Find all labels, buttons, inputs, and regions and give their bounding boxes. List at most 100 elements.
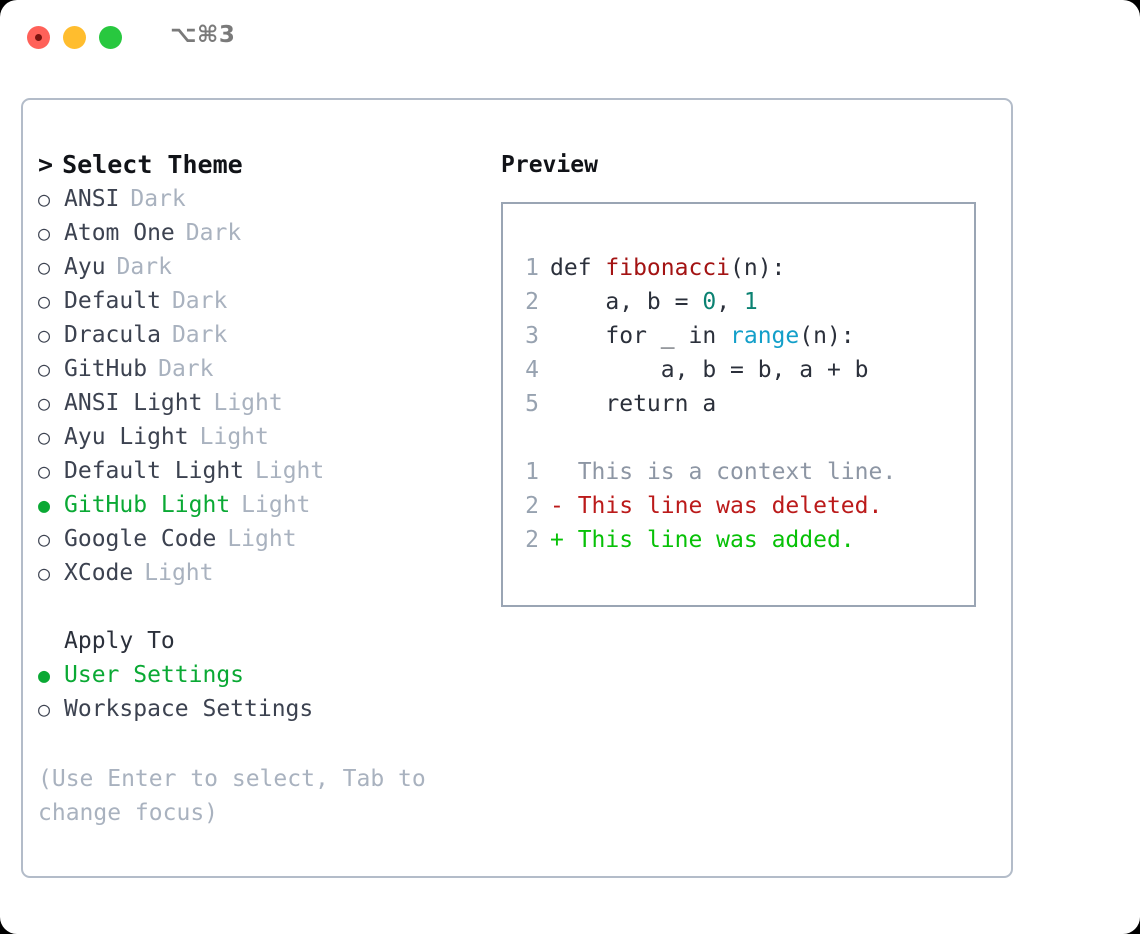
minimize-button[interactable] (63, 26, 86, 49)
code-token: a, b = b, a + b (550, 357, 869, 383)
radio-selected-icon[interactable]: ● (38, 493, 51, 517)
diff-marker (550, 459, 564, 485)
radio-unselected-icon[interactable]: ○ (38, 323, 51, 347)
theme-variant-tag: Dark (130, 186, 186, 212)
theme-option[interactable]: ○ XCode Light (38, 556, 488, 590)
theme-option-label: Google Code (64, 526, 217, 552)
code-line: 5 return a (517, 387, 968, 421)
diff-line: 1 This is a context line. (517, 455, 968, 489)
code-token: , (716, 289, 744, 315)
radio-unselected-icon[interactable]: ○ (38, 391, 51, 415)
theme-option-label: Default Light (64, 458, 245, 484)
theme-variant-tag: Dark (171, 322, 228, 348)
diff-marker: + (550, 527, 564, 553)
diff-sample: 1 This is a context line.2- This line wa… (517, 455, 968, 557)
theme-option[interactable]: ○ ANSI Light Light (38, 386, 488, 420)
theme-option-label: GitHub Light (64, 492, 231, 518)
line-number: 5 (525, 391, 539, 417)
radio-selected-icon[interactable]: ● (38, 663, 51, 687)
code-token: (n): (799, 323, 855, 349)
apply-to-option[interactable]: ○ Workspace Settings (38, 692, 488, 726)
theme-option-label: Default (64, 288, 161, 314)
radio-unselected-icon[interactable]: ○ (38, 289, 51, 313)
code-line: 2 a, b = 0, 1 (517, 285, 968, 319)
traffic-lights (27, 26, 122, 49)
close-button[interactable] (27, 26, 50, 49)
apply-to-list: ● User Settings ○ Workspace Settings (38, 658, 488, 726)
select-theme-header: > Select Theme (38, 148, 488, 182)
page-title: Select Theme (62, 150, 243, 179)
theme-variant-tag: Light (144, 560, 214, 586)
theme-variant-tag: Light (255, 458, 325, 484)
theme-variant-tag: Dark (185, 220, 242, 246)
code-token: fibonacci (605, 255, 731, 281)
radio-unselected-icon[interactable]: ○ (38, 459, 51, 483)
window-titlebar: ⌥⌘3 (0, 0, 1140, 76)
apply-to-option[interactable]: ● User Settings (38, 658, 488, 692)
apply-to-section: Apply To ● User Settings ○ Workspace Settin… (38, 624, 488, 726)
diff-text: This is a context line. (563, 459, 897, 485)
apply-to-option-label: User Settings (64, 662, 245, 688)
code-line: 3 for _ in range(n): (517, 319, 968, 353)
radio-unselected-icon[interactable]: ○ (38, 561, 51, 585)
code-token: 0 (702, 289, 717, 315)
diff-line: 2+ This line was added. (517, 523, 968, 557)
line-number: 2 (525, 493, 539, 519)
apply-to-option-label: Workspace Settings (64, 696, 314, 722)
theme-option[interactable]: ○ Google Code Light (38, 522, 488, 556)
radio-unselected-icon[interactable]: ○ (38, 697, 51, 721)
theme-option-label: ANSI Light (64, 390, 203, 416)
code-token: for _ in (550, 323, 731, 349)
theme-variant-tag: Light (227, 526, 297, 552)
theme-option-label: Atom One (64, 220, 175, 246)
line-number: 1 (525, 459, 539, 485)
theme-variant-tag: Dark (171, 288, 228, 314)
code-line: 4 a, b = b, a + b (517, 353, 968, 387)
caret-icon: > (38, 150, 54, 179)
code-token: return a (550, 391, 717, 417)
radio-unselected-icon[interactable]: ○ (38, 357, 51, 381)
code-token: def (550, 255, 606, 281)
preview-title: Preview (501, 152, 598, 178)
radio-unselected-icon[interactable]: ○ (38, 187, 51, 211)
theme-option-label: ANSI (64, 186, 120, 212)
theme-variant-tag: Dark (116, 254, 172, 280)
radio-unselected-icon[interactable]: ○ (38, 221, 51, 245)
theme-option[interactable]: ○ GitHub Dark (38, 352, 488, 386)
theme-option[interactable]: ● GitHub Light Light (38, 488, 488, 522)
theme-variant-tag: Light (199, 424, 269, 450)
apply-to-title: Apply To (64, 628, 175, 654)
diff-text: This line was added. (563, 527, 855, 553)
line-number: 2 (525, 289, 539, 315)
theme-option-label: XCode (64, 560, 134, 586)
diff-line: 2- This line was deleted. (517, 489, 968, 523)
theme-option[interactable]: ○ ANSI Dark (38, 182, 488, 216)
radio-unselected-icon[interactable]: ○ (38, 527, 51, 551)
theme-option[interactable]: ○ Ayu Light Light (38, 420, 488, 454)
code-token: range (730, 323, 800, 349)
theme-variant-tag: Dark (158, 356, 214, 382)
zoom-button[interactable] (99, 26, 122, 49)
theme-option[interactable]: ○ Default Light Light (38, 454, 488, 488)
theme-option-label: Ayu Light (64, 424, 189, 450)
line-number: 3 (525, 323, 539, 349)
theme-variant-tag: Light (213, 390, 283, 416)
radio-unselected-icon[interactable]: ○ (38, 255, 51, 279)
code-token: a, b = (550, 289, 703, 315)
line-number: 4 (525, 357, 539, 383)
theme-option[interactable]: ○ Atom One Dark (38, 216, 488, 250)
radio-unselected-icon[interactable]: ○ (38, 425, 51, 449)
theme-option[interactable]: ○ Default Dark (38, 284, 488, 318)
theme-option-label: GitHub (64, 356, 148, 382)
theme-variant-tag: Light (241, 492, 311, 518)
